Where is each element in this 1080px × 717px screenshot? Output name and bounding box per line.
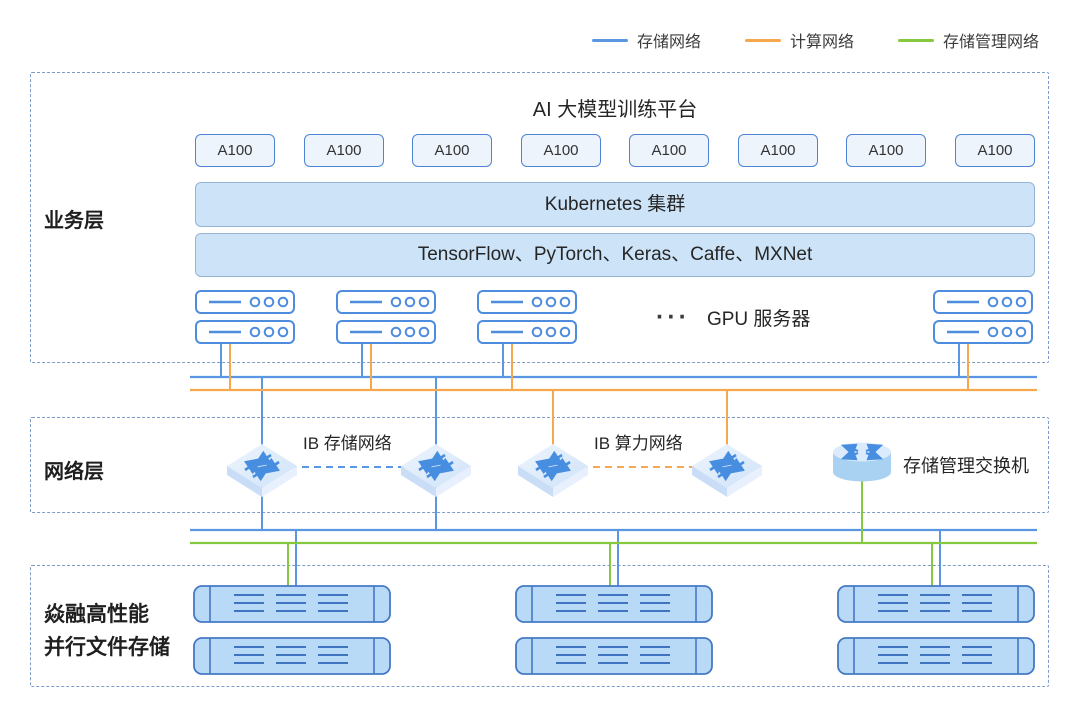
legend-item-compute-network: 计算网络 bbox=[744, 28, 854, 52]
network-layer-box bbox=[30, 417, 1049, 513]
storage-array-icon bbox=[515, 637, 713, 675]
gpu-server-icon bbox=[336, 290, 436, 314]
legend-item-storage-network: 存储网络 bbox=[591, 28, 701, 52]
a100-node: A100 bbox=[955, 134, 1035, 167]
gpu-server-stack bbox=[933, 290, 1033, 350]
mgmt-switch-label: 存储管理交换机 bbox=[903, 456, 1029, 476]
gpu-server-stack bbox=[477, 290, 577, 350]
compute-network-line-swatch bbox=[744, 38, 781, 42]
business-layer-label: 业务层 bbox=[44, 210, 104, 232]
storage-array-icon bbox=[837, 585, 1035, 623]
management-network-line-swatch bbox=[897, 38, 934, 42]
kubernetes-cluster-bar: Kubernetes 集群 bbox=[195, 182, 1035, 227]
legend-label-management-network: 存储管理网络 bbox=[942, 34, 1039, 51]
gpu-server-icon bbox=[477, 290, 577, 314]
gpu-server-stack bbox=[336, 290, 436, 350]
legend-label-storage-network: 存储网络 bbox=[636, 34, 701, 51]
gpu-server-stack bbox=[195, 290, 295, 350]
a100-node: A100 bbox=[738, 134, 818, 167]
business-layer-box bbox=[30, 72, 1049, 363]
storage-array-icon bbox=[515, 585, 713, 623]
gpu-server-icon bbox=[933, 290, 1033, 314]
ib-storage-network-label: IB 存储网络 bbox=[303, 434, 392, 453]
gpu-server-icon bbox=[195, 290, 295, 314]
ib-compute-network-label: IB 算力网络 bbox=[594, 434, 683, 453]
legend-label-compute-network: 计算网络 bbox=[789, 34, 854, 51]
legend-item-management-network: 存储管理网络 bbox=[897, 28, 1039, 52]
a100-node: A100 bbox=[412, 134, 492, 167]
gpu-server-icon bbox=[336, 320, 436, 344]
storage-array-group bbox=[837, 585, 1035, 689]
ellipsis-dots: ··· bbox=[656, 302, 690, 331]
storage-layer-label: 焱融高性能 并行文件存储 bbox=[44, 598, 170, 664]
network-layer-label: 网络层 bbox=[44, 461, 104, 483]
diagram-title: AI 大模型训练平台 bbox=[532, 99, 698, 121]
storage-layer-box bbox=[30, 565, 1049, 687]
frameworks-bar: TensorFlow、PyTorch、Keras、Caffe、MXNet bbox=[195, 233, 1035, 277]
gpu-server-caption: ··· GPU 服务器 bbox=[656, 302, 810, 332]
a100-node: A100 bbox=[846, 134, 926, 167]
a100-node: A100 bbox=[195, 134, 275, 167]
gpu-server-icon bbox=[477, 320, 577, 344]
storage-network-line-swatch bbox=[591, 38, 628, 42]
legend: 存储网络 计算网络 存储管理网络 bbox=[591, 28, 1039, 52]
storage-layer-label-line1: 焱融高性能 bbox=[44, 603, 149, 626]
a100-node: A100 bbox=[629, 134, 709, 167]
storage-array-group bbox=[193, 585, 391, 689]
a100-node: A100 bbox=[304, 134, 384, 167]
storage-array-icon bbox=[193, 637, 391, 675]
gpu-server-icon bbox=[933, 320, 1033, 344]
a100-node: A100 bbox=[521, 134, 601, 167]
gpu-server-icon bbox=[195, 320, 295, 344]
gpu-server-caption-text: GPU 服务器 bbox=[706, 308, 811, 330]
storage-array-icon bbox=[837, 637, 1035, 675]
storage-array-icon bbox=[193, 585, 391, 623]
storage-array-group bbox=[515, 585, 713, 689]
storage-layer-label-line2: 并行文件存储 bbox=[44, 636, 170, 659]
